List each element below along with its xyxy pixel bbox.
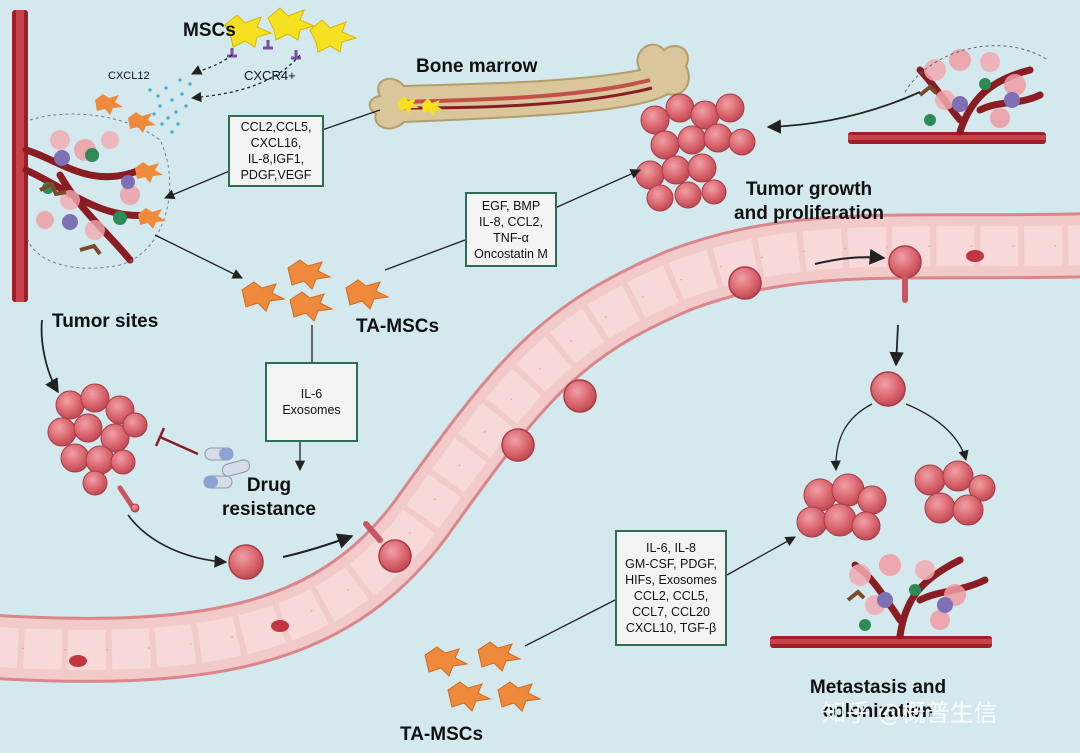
watermark: 知乎 @概普生信 <box>822 699 998 727</box>
tumor-site-cluster <box>12 10 192 302</box>
drug-pills-icon <box>203 447 251 489</box>
tumor-sites-label: Tumor sites <box>52 311 159 332</box>
released-tumor-cell <box>228 544 264 580</box>
ta-mscs-label-middle: TA-MSCs <box>356 316 440 337</box>
cxcl12-label: CXCL12 <box>108 70 150 82</box>
metastasis-label: Metastasis and colonization <box>809 677 947 722</box>
bone-marrow-illustration <box>368 43 690 130</box>
ta-mscs-cells-middle <box>241 259 390 322</box>
circulating-cell-right <box>870 371 906 407</box>
ta-mscs-label-bottom: TA-MSCs <box>400 724 484 745</box>
secondary-site-bottom <box>770 554 992 648</box>
mscs-label: MSCs <box>183 20 236 41</box>
inhibition-symbol <box>154 427 199 456</box>
tumor-growth-cluster <box>635 93 756 212</box>
metastatic-clusters <box>796 460 996 541</box>
tumor-growth-label: Tumor growth and proliferation <box>734 179 884 224</box>
bone-marrow-label: Bone marrow <box>416 56 538 77</box>
growth-factors-box: EGF, BMP IL-8, CCL2, TNF-α Oncostatin M <box>465 192 557 267</box>
secondary-site-top <box>848 45 1049 144</box>
chemokines-box: CCL2,CCL5, CXCL16, IL-8,IGF1, PDGF,VEGF <box>228 115 324 187</box>
drug-resistant-tumor <box>47 383 148 513</box>
arrows <box>40 54 969 647</box>
blood-vessel <box>0 212 1080 683</box>
drug-resistance-label: Drug resistance <box>221 475 316 520</box>
cxcr4-label: CXCR4+ <box>244 68 296 83</box>
resistance-factors-box: IL-6 Exosomes <box>265 362 358 442</box>
cxcr4-receptors <box>227 40 301 60</box>
metastasis-factors-box: IL-6, IL-8 GM-CSF, PDGF, HIFs, Exosomes … <box>615 530 727 646</box>
ta-mscs-cells-bottom <box>424 641 542 712</box>
mscs-cells <box>224 7 358 53</box>
